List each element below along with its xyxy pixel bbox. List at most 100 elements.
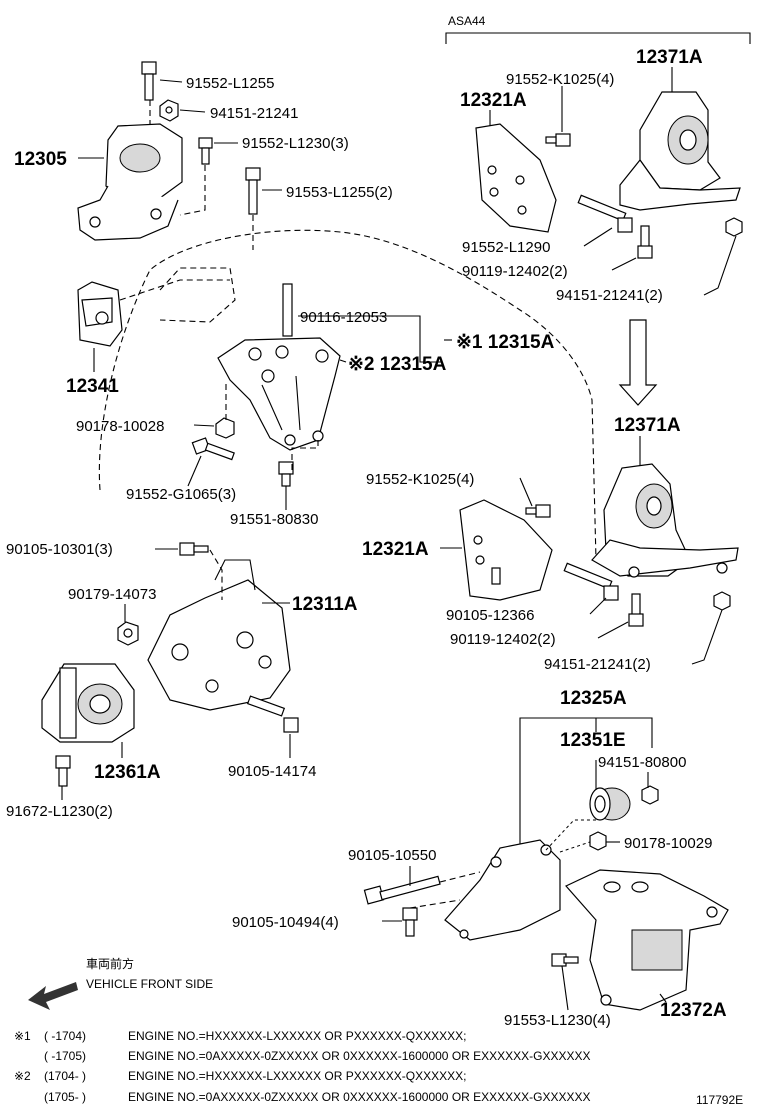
bolt-91552-L1290 bbox=[577, 194, 633, 233]
direction-en: VEHICLE FRONT SIDE bbox=[86, 977, 213, 991]
bolt-90119-12402-mid bbox=[628, 593, 644, 627]
footnotes: ※1 ( -1704) ENGINE NO.=HXXXXXX-LXXXXXX O… bbox=[14, 1029, 743, 1107]
bolt-90105-10494 bbox=[402, 907, 418, 937]
label-90105-10550: 90105-10550 bbox=[348, 847, 436, 864]
leader-dash-e bbox=[291, 438, 319, 470]
bracket-line-12325A bbox=[519, 717, 653, 848]
leader-dash-g bbox=[439, 871, 481, 883]
leader-dot-a bbox=[545, 819, 600, 851]
engine-bracket-outline bbox=[159, 267, 236, 323]
label-91551-80830: 91551-80830 bbox=[230, 511, 318, 528]
bolt-91552-K1025-mid bbox=[525, 504, 551, 518]
leader-dash-f bbox=[209, 549, 223, 600]
labels: 91552-L1255 94151-21241 91552-L1230(3) 1… bbox=[6, 47, 727, 1029]
label-90179-14073: 90179-14073 bbox=[68, 586, 156, 603]
bolt-91552-L1230 bbox=[198, 137, 213, 165]
label-90105-10301-3: 90105-10301(3) bbox=[6, 541, 113, 558]
label-90105-14174: 90105-14174 bbox=[228, 763, 316, 780]
bushing-12351E bbox=[589, 787, 631, 821]
label-94151-21241-2-top: 94151-21241(2) bbox=[556, 287, 663, 304]
label-12325A: 12325A bbox=[560, 688, 627, 709]
bracket-12311A bbox=[147, 559, 291, 711]
label-94151-21241-2-mid: 94151-21241(2) bbox=[544, 656, 651, 673]
label-90116-12053: 90116-12053 bbox=[300, 309, 387, 326]
label-12321A-mid: 12321A bbox=[362, 539, 429, 560]
bolt-90105-12366 bbox=[563, 562, 619, 601]
label-94151-21241: 94151-21241 bbox=[210, 105, 298, 122]
mount-12372A bbox=[565, 869, 729, 1011]
bolt-91553-L1255 bbox=[245, 167, 261, 215]
leader-dash-b bbox=[179, 165, 206, 216]
note-3-text: ENGINE NO.=HXXXXXX-LXXXXXX OR PXXXXXX-QX… bbox=[128, 1069, 466, 1083]
note-1-text: ENGINE NO.=HXXXXXX-LXXXXXX OR PXXXXXX-QX… bbox=[128, 1029, 466, 1043]
nut-94151-21241-mid bbox=[713, 591, 731, 611]
note-3-range: (1704- ) bbox=[44, 1069, 86, 1083]
label-91552-G1065-3: 91552-G1065(3) bbox=[126, 486, 236, 503]
label-91552-L1255: 91552-L1255 bbox=[186, 75, 274, 92]
bolt-91672-L1230 bbox=[55, 755, 71, 787]
note-1-range: ( -1704) bbox=[44, 1029, 86, 1043]
note-1-mark: ※1 bbox=[14, 1029, 31, 1043]
mount-12305 bbox=[77, 123, 183, 241]
label-90178-10029: 90178-10029 bbox=[624, 835, 712, 852]
label-90119-12402-2-top: 90119-12402(2) bbox=[462, 263, 568, 280]
mount-12361A bbox=[41, 663, 135, 743]
bolt-90105-10550 bbox=[363, 875, 441, 905]
bolt-91552-K1025-top bbox=[545, 133, 571, 147]
engine-outline bbox=[98, 229, 597, 561]
label-91553-L1230-4: 91553-L1230(4) bbox=[504, 1012, 611, 1029]
label-90105-12366: 90105-12366 bbox=[446, 607, 534, 624]
note-2-range: ( -1705) bbox=[44, 1049, 86, 1063]
vehicle-front-indicator: 車両前方 VEHICLE FRONT SIDE bbox=[28, 956, 213, 1010]
label-94151-80800: 94151-80800 bbox=[598, 754, 686, 771]
note-2-text: ENGINE NO.=0AXXXXX-0ZXXXXX OR 0XXXXXX-16… bbox=[128, 1049, 591, 1063]
label-12315A-note2: ※2 12315A bbox=[348, 354, 447, 375]
bolt-91551-80830 bbox=[278, 461, 294, 487]
label-12361A: 12361A bbox=[94, 762, 161, 783]
mount-12371A-mid bbox=[591, 463, 739, 578]
label-12315A-note1: ※1 12315A bbox=[456, 332, 555, 353]
leader-lines bbox=[61, 67, 737, 1011]
mount-12371A-top bbox=[619, 91, 741, 211]
nut-90178-10029 bbox=[589, 831, 607, 851]
label-12311A: 12311A bbox=[292, 594, 358, 615]
nut-94151-80800 bbox=[641, 785, 659, 805]
nut-90179-14073 bbox=[117, 621, 139, 646]
leader-dot-b bbox=[559, 841, 591, 853]
label-91552-K1025-4-top: 91552-K1025(4) bbox=[506, 71, 614, 88]
bracket-12325A bbox=[444, 839, 561, 941]
front-arrow-icon bbox=[28, 982, 78, 1010]
nut-94151-21241-top bbox=[725, 217, 743, 237]
direction-jp: 車両前方 bbox=[86, 956, 134, 971]
bracket-12315A bbox=[217, 283, 341, 451]
label-91552-L1230-3: 91552-L1230(3) bbox=[242, 135, 349, 152]
label-91552-L1290: 91552-L1290 bbox=[462, 239, 550, 256]
bracket-12321A-mid bbox=[459, 499, 553, 601]
label-12372A: 12372A bbox=[660, 1000, 727, 1021]
leader-dash-h bbox=[409, 899, 461, 909]
label-90178-10028: 90178-10028 bbox=[76, 418, 164, 435]
nut-90178-10028 bbox=[215, 417, 235, 439]
label-90105-10494-4: 90105-10494(4) bbox=[232, 914, 339, 931]
label-12351E: 12351E bbox=[560, 730, 626, 751]
bracket-12321A-top bbox=[475, 123, 557, 233]
nut-94151-21241 bbox=[159, 99, 179, 122]
label-12371A-top: 12371A bbox=[636, 47, 703, 68]
label-90119-12402-2-mid: 90119-12402(2) bbox=[450, 631, 556, 648]
bolt-90119-12402-top bbox=[637, 225, 653, 259]
label-91672-L1230-2: 91672-L1230(2) bbox=[6, 803, 113, 820]
bolt-90105-14174 bbox=[246, 695, 299, 733]
label-12305: 12305 bbox=[14, 149, 67, 170]
label-91552-K1025-4-mid: 91552-K1025(4) bbox=[366, 471, 474, 488]
note-4-text: ENGINE NO.=0AXXXXX-0ZXXXXX OR 0XXXXXX-16… bbox=[128, 1090, 591, 1104]
note-4-range: (1705- ) bbox=[44, 1090, 86, 1104]
label-91553-L1255-2: 91553-L1255(2) bbox=[286, 184, 393, 201]
note-3-mark: ※2 bbox=[14, 1069, 31, 1083]
variant-label: ASA44 bbox=[448, 14, 486, 28]
asa44-bracket: ASA44 bbox=[445, 14, 751, 44]
bracket-12341 bbox=[77, 279, 230, 347]
bolt-91552-G1065 bbox=[191, 437, 235, 461]
label-12371A-mid: 12371A bbox=[614, 415, 681, 436]
arrow-down bbox=[618, 319, 658, 406]
